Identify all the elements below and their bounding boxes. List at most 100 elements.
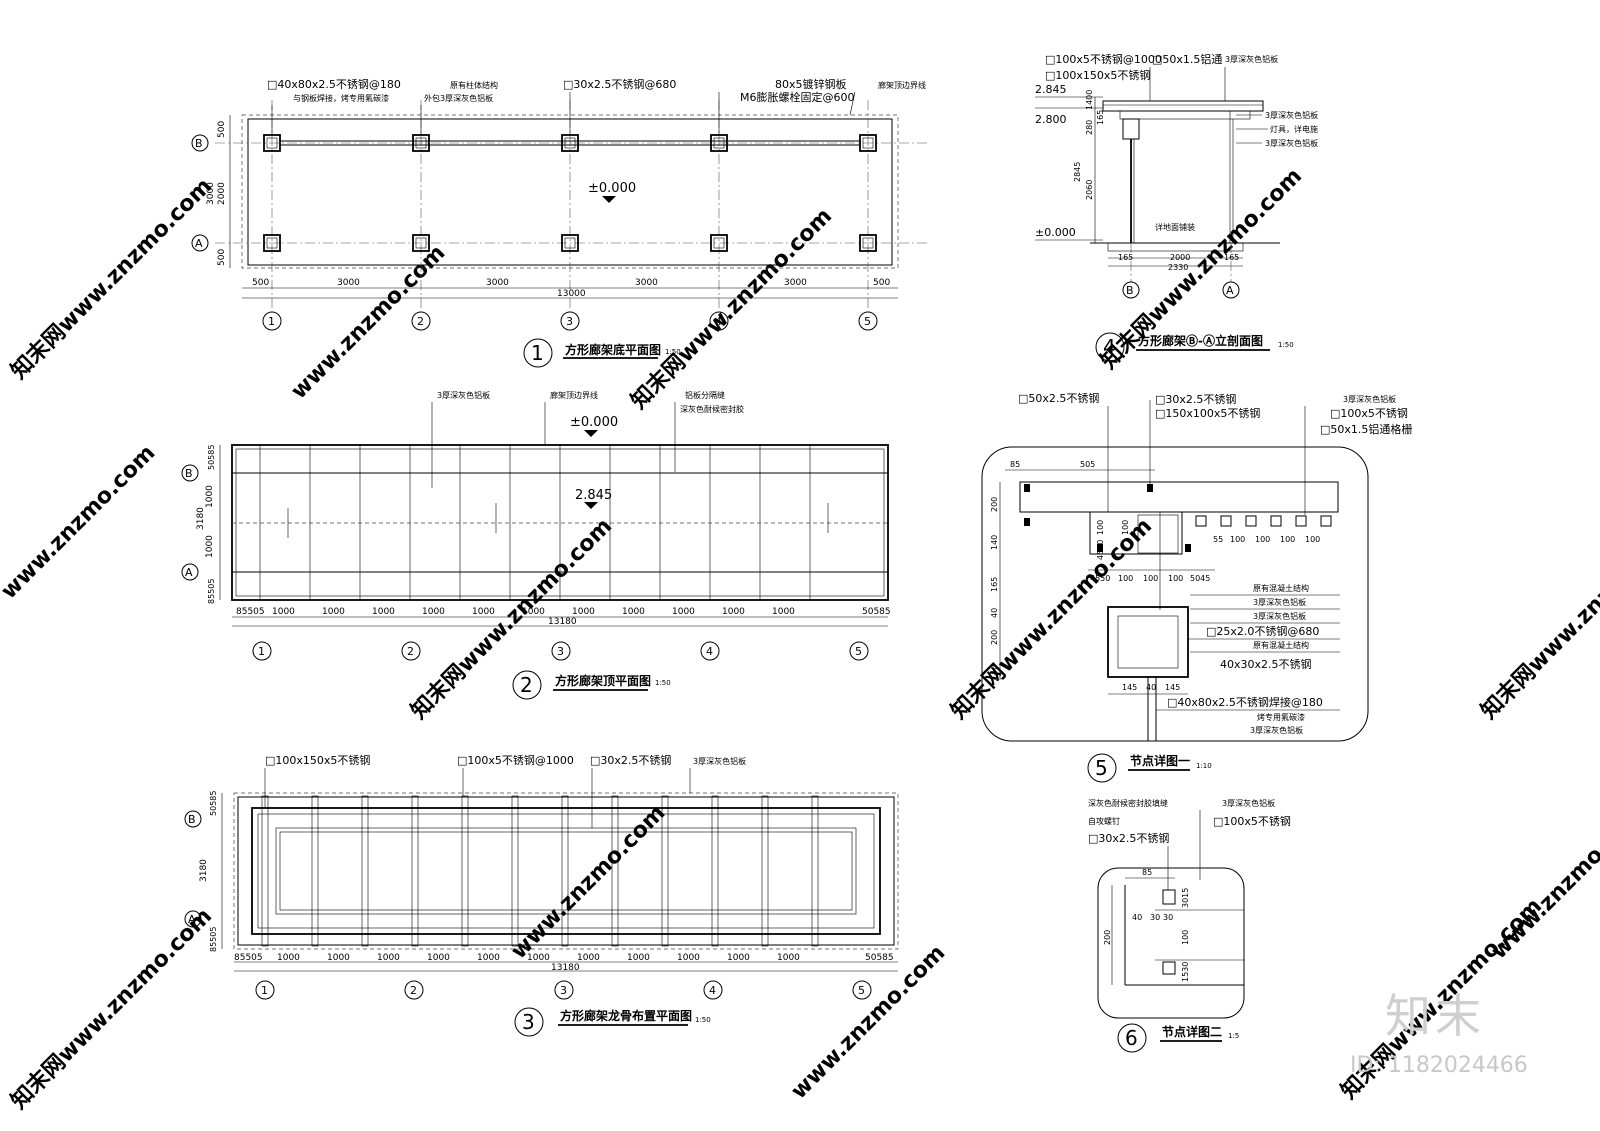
aluminium-slat	[1245, 515, 1257, 527]
svg-text:165: 165	[1224, 253, 1239, 262]
svg-text:85: 85	[1142, 868, 1152, 877]
aluminium-slat	[1220, 515, 1232, 527]
svg-text:50585: 50585	[209, 791, 218, 816]
svg-text:50585: 50585	[207, 445, 216, 470]
axis-bubble-a: A	[181, 563, 199, 581]
svg-text:140: 140	[990, 535, 999, 550]
elevation-triangle-icon	[584, 430, 598, 437]
aluminium-slat	[1195, 515, 1207, 527]
axis-bubble-b	[191, 134, 209, 152]
svg-text:1: 1	[258, 645, 265, 658]
drawing-title: 4 方形廊架Ⓑ-Ⓐ立剖面图 1:50	[1095, 332, 1294, 362]
drawing-title: 5 节点详图一 1:10	[1087, 753, 1212, 783]
svg-text:500: 500	[873, 278, 890, 288]
svg-text:A: A	[195, 237, 203, 250]
svg-text:灯具，详电施: 灯具，详电施	[1270, 124, 1318, 134]
svg-text:方形廊架底平面图: 方形廊架底平面图	[565, 342, 661, 357]
svg-text:3: 3	[522, 1010, 535, 1034]
svg-text:13180: 13180	[551, 963, 580, 973]
steel-joist	[511, 795, 519, 947]
svg-text:100: 100	[1255, 535, 1270, 544]
svg-text:1: 1	[268, 315, 275, 328]
aluminium-slat	[1320, 515, 1332, 527]
svg-text:165: 165	[990, 577, 999, 592]
aluminium-slat	[1295, 515, 1307, 527]
steel-joist	[611, 795, 619, 947]
svg-text:B: B	[195, 137, 203, 150]
svg-text:2: 2	[417, 315, 424, 328]
dim-label: 1000	[772, 607, 795, 617]
dim-label: 1000	[477, 953, 500, 963]
axis-bubble-4: 4	[709, 311, 729, 331]
svg-text:原有混凝土结构: 原有混凝土结构	[1253, 583, 1309, 593]
column	[859, 234, 877, 252]
svg-text:3180: 3180	[196, 507, 206, 530]
axis-bubble-a: A	[1222, 281, 1240, 299]
svg-text:55: 55	[1213, 535, 1223, 544]
axis-bubble-5: 5	[852, 980, 872, 1000]
svg-text:□40x80x2.5不锈钢焊接@180: □40x80x2.5不锈钢焊接@180	[1167, 695, 1323, 709]
svg-text:40: 40	[1146, 683, 1156, 692]
svg-text:5: 5	[1095, 756, 1108, 780]
svg-text:3厚深灰色铝板: 3厚深灰色铝板	[1265, 138, 1318, 148]
svg-text:3015: 3015	[1181, 888, 1190, 908]
svg-text:280: 280	[1085, 120, 1094, 135]
dim-label: 1000	[322, 607, 345, 617]
svg-text:30: 30	[1163, 913, 1173, 922]
svg-text:2060: 2060	[1085, 180, 1094, 200]
svg-text:100: 100	[1168, 574, 1183, 583]
watermark: www.znzmo.com	[787, 940, 951, 1104]
watermark: www.znzmo.com	[0, 440, 160, 604]
svg-text:100: 100	[1230, 535, 1245, 544]
svg-text:□150x100x5不锈钢: □150x100x5不锈钢	[1155, 407, 1260, 420]
detail-frame	[981, 446, 1369, 742]
drawing-title: 3 方形廊架龙骨布置平面图 1:50	[514, 1007, 711, 1037]
brand-logo: 知末	[1385, 989, 1485, 1043]
svg-text:4: 4	[715, 315, 722, 328]
svg-text:3000: 3000	[337, 278, 360, 288]
svg-text:4550: 4550	[1096, 540, 1105, 560]
svg-text:□30x2.5不锈钢: □30x2.5不锈钢	[1155, 393, 1236, 406]
svg-text:500: 500	[217, 249, 227, 266]
svg-text:4: 4	[1103, 335, 1116, 359]
svg-text:500: 500	[217, 121, 227, 138]
svg-text:2.800: 2.800	[1035, 113, 1067, 126]
svg-text:3: 3	[557, 645, 564, 658]
svg-text:5: 5	[855, 645, 862, 658]
svg-text:500: 500	[252, 278, 269, 288]
axis-bubble-1: 1	[255, 980, 275, 1000]
watermark: 知末网www.znzmo.com	[406, 513, 617, 724]
svg-text:方形廊架Ⓑ-Ⓐ立剖面图: 方形廊架Ⓑ-Ⓐ立剖面图	[1138, 333, 1263, 348]
dim-label: 1000	[377, 953, 400, 963]
dim-label: 1000	[622, 607, 645, 617]
elevation-triangle-icon	[584, 502, 598, 509]
svg-text:2000: 2000	[217, 182, 227, 205]
watermark: 知末网www.znzmo.com	[6, 173, 217, 384]
dim-label: 1000	[572, 607, 595, 617]
svg-text:2: 2	[407, 645, 414, 658]
svg-text:1000: 1000	[205, 535, 215, 558]
dim-label: 1000	[727, 953, 750, 963]
callout-label: 廊架顶边界线	[550, 390, 598, 400]
svg-text:□30x2.5不锈钢: □30x2.5不锈钢	[1088, 832, 1169, 845]
steel-joist	[561, 795, 569, 947]
svg-text:40: 40	[990, 608, 999, 618]
id-label: ID: 1182024466	[1350, 1053, 1528, 1078]
svg-text:5: 5	[864, 315, 871, 328]
svg-text:□100x150x5不锈钢: □100x150x5不锈钢	[1045, 69, 1150, 82]
watermark: 知末网www.znzmo.com	[6, 903, 217, 1114]
callout-label: 80x5镀锌钢板	[775, 77, 847, 91]
svg-text:85505: 85505	[207, 579, 216, 604]
svg-text:3厚深灰色铝板: 3厚深灰色铝板	[1222, 798, 1275, 808]
aluminium-slat	[1270, 515, 1282, 527]
svg-text:3厚深灰色铝板: 3厚深灰色铝板	[1265, 110, 1318, 120]
svg-text:3厚深灰色铝板: 3厚深灰色铝板	[1343, 394, 1396, 404]
dim-label: 85505	[236, 607, 265, 617]
axis-bubble-a: A	[184, 910, 202, 928]
svg-text:2.845: 2.845	[1035, 83, 1067, 96]
callout-label: M6膨胀螺栓固定@600	[740, 90, 855, 104]
axis-bubble-4: 4	[703, 980, 723, 1000]
steel-joist	[261, 795, 269, 947]
svg-text:1:50: 1:50	[665, 348, 681, 356]
column	[263, 234, 281, 252]
